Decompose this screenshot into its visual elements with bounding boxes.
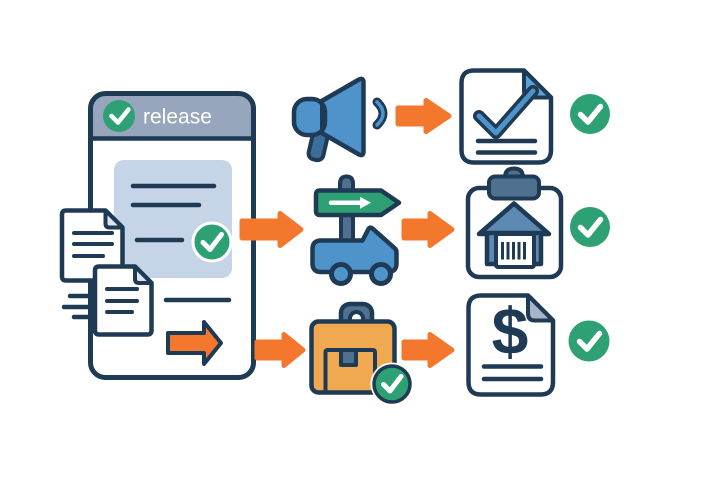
arrow-right-icon [395,98,452,134]
arrow-right-icon [239,211,304,248]
barcode-bars [501,242,526,260]
phone-header-label: release [143,106,212,129]
flying-documents [59,208,154,337]
check-circle-icon [372,364,412,404]
invoice-document-icon: $ [466,293,556,397]
checkmark-glyph [109,107,131,125]
wheel [329,262,353,286]
approved-document-icon [459,68,554,165]
folded-corner [103,208,125,230]
signpost-delivery-robot-icon [310,174,402,286]
arrow-right-icon [254,332,306,368]
folded-corner [133,264,154,285]
megaphone-back [291,96,328,138]
document-icon [92,264,154,337]
clipboard-clip [487,174,541,201]
motion-lines [61,293,95,320]
check-circle-icon [568,320,610,362]
arrow-right-icon [401,211,455,248]
phone-header-bar [90,93,254,139]
check-circle-icon [103,100,135,132]
wheel [369,262,393,286]
checkmark-glyph [200,232,224,252]
check-circle-icon [570,207,610,247]
check-circle-icon [191,221,233,263]
warehouse-clipboard-icon [465,166,564,280]
checkmark-glyph [577,216,604,238]
invoice-currency-symbol: $ [492,294,529,368]
sign-arrow [360,196,371,209]
robot-body [310,225,399,275]
flap-latch [339,348,358,367]
secured-package-icon [309,301,414,406]
arrow-right-icon [401,332,455,368]
folded-corner [526,293,555,323]
arrow-right-icon [166,320,223,366]
megaphone-cone [317,76,366,158]
checkmark-glyph [576,330,603,352]
check-circle-icon [570,94,610,134]
document-icon [59,208,125,283]
megaphone-icon [291,76,388,163]
checkmark-glyph [577,103,604,125]
flow-arrows [239,98,455,368]
checkmark-glyph [381,374,404,394]
